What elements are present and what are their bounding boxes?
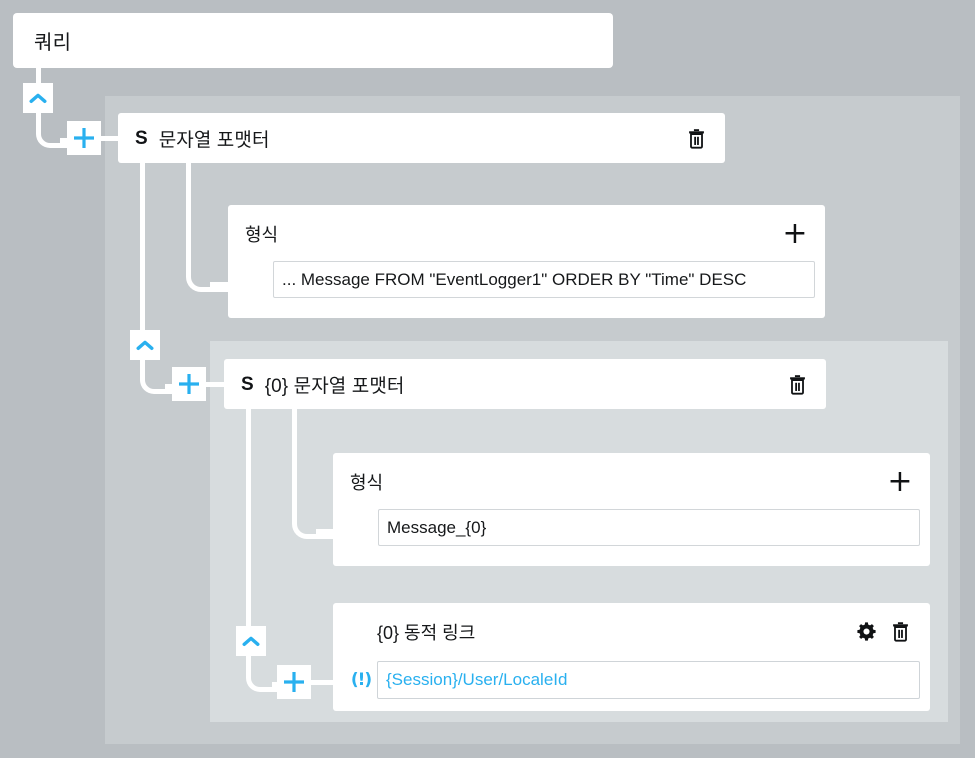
format-header-level2: 형식 + xyxy=(333,453,930,497)
wire-plus-to-dynamiclink xyxy=(310,680,338,685)
plus-icon: + xyxy=(782,215,808,251)
chevron-up-icon xyxy=(29,93,47,103)
format-input-level2[interactable]: Message_{0} xyxy=(378,509,920,546)
format-label-level2: 형식 xyxy=(350,472,384,493)
chevron-up-icon xyxy=(242,636,260,646)
wire-level1-branch-to-format xyxy=(210,282,234,287)
format-card-level2: 형식 + Message_{0} xyxy=(333,453,930,566)
format-input-value-level1: ... Message FROM "EventLogger1" ORDER BY… xyxy=(282,269,747,289)
format-input-level1[interactable]: ... Message FROM "EventLogger1" ORDER BY… xyxy=(273,261,815,298)
dynamic-link-value: {Session}/User/LocaleId xyxy=(386,670,568,689)
add-format-button-level1[interactable]: + xyxy=(782,215,808,251)
dynamic-link-input[interactable]: {Session}/User/LocaleId xyxy=(377,661,920,699)
format-header-level1: 형식 + xyxy=(228,205,825,249)
format-input-value-level2: Message_{0} xyxy=(387,517,487,537)
collapse-node-dynamiclink[interactable] xyxy=(236,626,266,656)
alert-icon[interactable]: (!) xyxy=(350,670,372,690)
wire-plus-to-card1 xyxy=(100,136,120,141)
add-node-level1[interactable] xyxy=(67,121,101,155)
add-node-level2[interactable] xyxy=(172,367,206,401)
collapse-node-level2[interactable] xyxy=(130,330,160,360)
dynamic-link-title: {0} 동적 링크 xyxy=(377,622,476,643)
wire-level2-branch-to-format xyxy=(316,529,340,534)
wire-level2-branch-elbow xyxy=(292,502,335,539)
query-card[interactable]: 쿼리 xyxy=(13,13,613,68)
plus-icon xyxy=(284,672,304,692)
gear-icon xyxy=(856,622,876,641)
chevron-up-icon xyxy=(136,340,154,350)
dynamic-link-card: {0} 동적 링크 (!) {Sessio xyxy=(333,603,930,711)
wire-level1-branch-elbow xyxy=(186,255,229,292)
wire-level2-to-plus xyxy=(165,384,177,389)
dynamic-link-input-row: (!) {Session}/User/LocaleId xyxy=(345,661,920,699)
wire-level1-elbow xyxy=(36,113,71,148)
add-format-button-level2[interactable]: + xyxy=(887,463,913,499)
plus-icon xyxy=(74,128,94,148)
trash-icon xyxy=(892,622,908,642)
formatter-title-level2: {0} 문자열 포맷터 xyxy=(264,375,405,397)
wire-level2-trunk xyxy=(246,409,251,641)
wire-level2-branch-vert xyxy=(292,409,297,515)
formatter-title-level1: 문자열 포맷터 xyxy=(158,129,270,151)
trash-icon xyxy=(688,128,704,149)
formatter-header-level1[interactable]: S 문자열 포맷터 xyxy=(118,113,725,163)
query-label: 쿼리 xyxy=(34,32,72,54)
formatter-type-badge: S xyxy=(135,127,148,149)
formatter-type-badge: S xyxy=(241,373,254,395)
wire-query-down xyxy=(36,68,41,83)
trash-icon xyxy=(789,374,805,395)
format-card-level1: 형식 + ... Message FROM "EventLogger1" ORD… xyxy=(228,205,825,318)
plus-icon xyxy=(179,374,199,394)
wire-dynamiclink-elbow xyxy=(246,656,283,692)
add-node-dynamiclink[interactable] xyxy=(277,665,311,699)
settings-button-dynamiclink[interactable] xyxy=(853,619,879,645)
delete-button-level1[interactable] xyxy=(683,125,709,151)
plus-icon: + xyxy=(887,463,913,499)
wire-level1-branch-vert xyxy=(186,163,191,268)
wire-level1-trunk xyxy=(140,163,145,345)
wire-level2-elbow xyxy=(140,360,176,394)
wire-plus-to-card2 xyxy=(205,382,227,387)
dynamic-link-header: {0} 동적 링크 xyxy=(333,603,930,647)
collapse-node-level1[interactable] xyxy=(23,83,53,113)
delete-button-level2[interactable] xyxy=(784,371,810,397)
delete-button-dynamiclink[interactable] xyxy=(887,619,913,645)
formatter-header-level2[interactable]: S {0} 문자열 포맷터 xyxy=(224,359,826,409)
format-label-level1: 형식 xyxy=(245,224,279,245)
wire-level1-to-plus xyxy=(60,138,72,143)
